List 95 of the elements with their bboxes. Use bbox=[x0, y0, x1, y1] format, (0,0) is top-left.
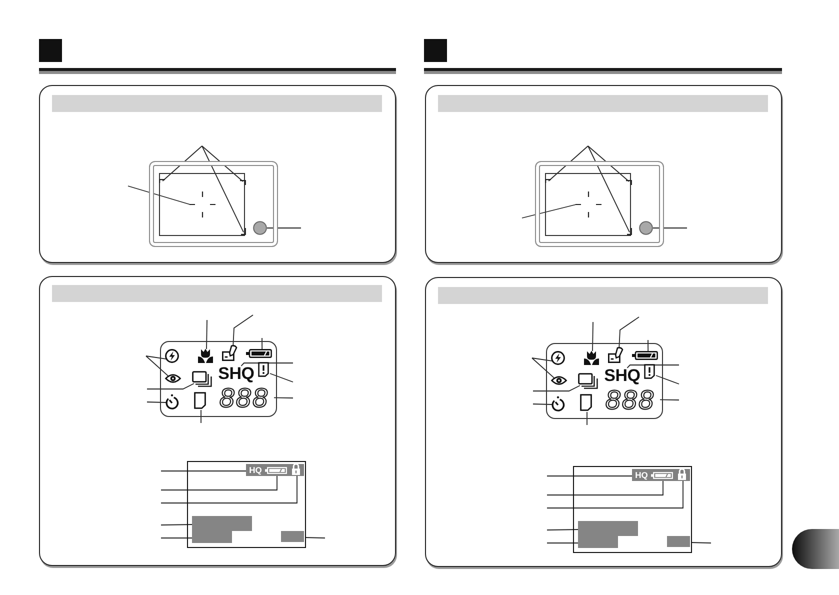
crosshair-icon bbox=[188, 190, 216, 218]
shaded-block bbox=[192, 516, 252, 531]
leader-line bbox=[160, 524, 194, 526]
shaded-block bbox=[192, 531, 232, 543]
lock-icon bbox=[291, 463, 301, 475]
crosshair-icon bbox=[574, 190, 602, 218]
indicator-dot-icon bbox=[638, 220, 652, 234]
title-bar bbox=[438, 94, 768, 112]
leader-line bbox=[548, 146, 588, 182]
shaded-block bbox=[578, 536, 618, 548]
leader-line bbox=[532, 404, 552, 405]
shaded-block bbox=[578, 521, 638, 536]
leader-line bbox=[588, 146, 630, 182]
quality-text: SHQ bbox=[215, 364, 258, 384]
quality-text: HQ bbox=[248, 464, 263, 476]
leader-line bbox=[202, 146, 244, 182]
rounded-panel bbox=[425, 85, 782, 263]
viewfinder-frame bbox=[148, 160, 278, 246]
leader-line bbox=[648, 340, 649, 352]
leader-line bbox=[586, 412, 588, 426]
leader-line bbox=[232, 314, 254, 346]
corner-mark-icon bbox=[626, 228, 632, 234]
leader-line bbox=[206, 320, 208, 350]
corner-mark-icon bbox=[626, 180, 632, 184]
corner-mark-icon bbox=[240, 228, 246, 234]
digit-display: 888 bbox=[601, 387, 660, 414]
rounded-panel bbox=[39, 85, 396, 263]
leader-line bbox=[532, 385, 580, 392]
leader-line bbox=[660, 399, 680, 400]
card-outline bbox=[194, 392, 206, 410]
quality-text: SHQ bbox=[601, 366, 644, 386]
leader-line bbox=[274, 397, 294, 398]
flash-icon bbox=[165, 349, 180, 364]
leader-line bbox=[532, 358, 555, 379]
leader-line bbox=[546, 529, 580, 530]
title-bar bbox=[52, 284, 382, 302]
eye-icon bbox=[551, 375, 568, 386]
exclamation-card-icon bbox=[258, 362, 270, 378]
pen-box-icon bbox=[222, 345, 238, 362]
leader-line bbox=[618, 316, 640, 348]
leader-line bbox=[592, 322, 594, 352]
battery-icon bbox=[651, 472, 673, 479]
leader-line bbox=[128, 186, 191, 205]
timer-icon bbox=[165, 394, 180, 410]
lock-icon bbox=[677, 468, 687, 480]
leader-line bbox=[146, 356, 169, 377]
corner-mark-icon bbox=[158, 178, 164, 182]
corner-mark-icon bbox=[544, 178, 550, 182]
leader-line bbox=[546, 480, 664, 496]
leader-line bbox=[146, 383, 194, 390]
battery-icon bbox=[246, 349, 272, 358]
eye-icon bbox=[165, 373, 182, 384]
battery-icon bbox=[265, 467, 287, 474]
leader-line bbox=[522, 204, 577, 218]
timer-icon bbox=[551, 396, 566, 412]
leader-line bbox=[240, 362, 294, 366]
leader-line bbox=[304, 537, 326, 538]
leader-line bbox=[162, 146, 202, 182]
leader-line bbox=[656, 375, 680, 384]
leader-line bbox=[160, 474, 278, 490]
stacked-frames-icon bbox=[192, 371, 212, 388]
title-bar bbox=[438, 286, 768, 304]
leader-line bbox=[146, 402, 166, 403]
stacked-frames-icon bbox=[578, 373, 598, 390]
rounded-panel bbox=[39, 276, 396, 566]
battery-icon bbox=[632, 351, 658, 360]
pen-box-icon bbox=[608, 347, 624, 364]
leader-line bbox=[160, 476, 298, 504]
lcd-panel bbox=[160, 340, 276, 416]
monitor-screen bbox=[186, 460, 306, 548]
flash-icon bbox=[551, 351, 566, 366]
leader-line bbox=[546, 542, 580, 544]
monitor-screen bbox=[572, 466, 692, 552]
card-outline bbox=[580, 394, 592, 412]
exclamation-card-icon bbox=[644, 364, 656, 380]
leader-line bbox=[690, 542, 712, 544]
viewfinder-frame bbox=[534, 160, 664, 246]
rounded-panel bbox=[425, 277, 782, 567]
leader-line bbox=[626, 364, 680, 368]
quality-text: HQ bbox=[634, 469, 649, 481]
lcd-panel bbox=[546, 342, 662, 418]
corner-mark-icon bbox=[240, 180, 246, 184]
shaded-block bbox=[667, 536, 690, 547]
leader-line bbox=[546, 480, 684, 508]
leader-line bbox=[532, 358, 554, 362]
leader-line bbox=[270, 373, 294, 382]
indicator-dot-icon bbox=[252, 220, 266, 234]
shaded-block bbox=[281, 531, 304, 542]
leader-line bbox=[200, 410, 202, 424]
leader-line bbox=[146, 356, 168, 360]
leader-line bbox=[262, 338, 263, 350]
flower-icon bbox=[198, 348, 214, 364]
digit-display: 888 bbox=[215, 385, 274, 412]
flower-icon bbox=[584, 350, 600, 366]
title-bar bbox=[52, 94, 382, 112]
